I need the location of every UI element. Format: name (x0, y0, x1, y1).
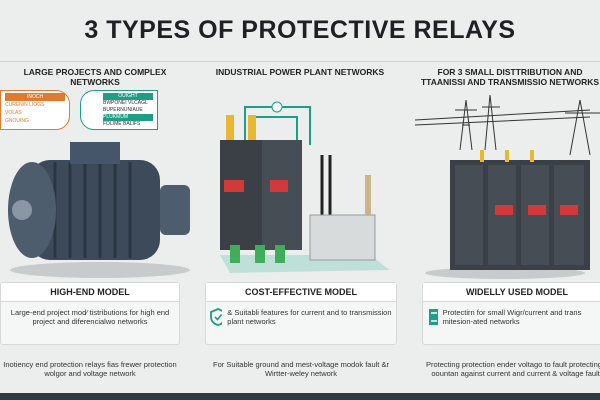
subtitle-large-projects: LARGE PROJECTS AND COMPLEX NETWORKS (23, 67, 167, 87)
relay-illustration-center (200, 95, 400, 275)
model-title: HIGH-END MODEL (1, 283, 179, 302)
description-widely-used: Protecting protection ender voltago to f… (425, 360, 600, 378)
model-title: COST-EFFECTIVE MODEL (206, 283, 396, 302)
card-cost-effective: COST-EFFECTIVE MODEL & Suitabli features… (205, 282, 397, 345)
relay-module-icon (429, 309, 438, 325)
card-text: Large-end project mod⁄ tistributions for… (10, 308, 170, 326)
shield-check-icon (210, 308, 223, 326)
bottom-bar (0, 393, 600, 400)
relay-illustration-right (410, 94, 600, 280)
page-title: 3 TYPES OF PROTECTIVE RELAYS (0, 0, 600, 62)
electric-motor-icon (8, 142, 190, 278)
card-text: Protectirn for small Wigr/current and tr… (442, 308, 582, 326)
card-high-end: HIGH-END MODEL Large-end project mod⁄ ti… (0, 282, 180, 345)
subtitle-industrial: INDUSTRIAL POWER PLANT NETWORKS (215, 67, 385, 77)
description-high-end: Inotiency end protection relays fias fre… (3, 360, 177, 378)
transmission-tower-relay-icon (414, 94, 600, 279)
card-widely-used: WIDELLY USED MODEL Protectirn for small … (422, 282, 600, 345)
card-text: & Suitabli features for current and to t… (227, 308, 392, 326)
subtitle-distribution: FOR 3 SMALL DISTTRIBUTION AND TTAANISSI … (420, 67, 600, 87)
protective-relay-icon (220, 101, 390, 273)
description-cost-effective: For Suitable ground and mest-voltage mod… (213, 360, 389, 378)
model-title: WIDELLY USED MODEL (423, 283, 600, 302)
